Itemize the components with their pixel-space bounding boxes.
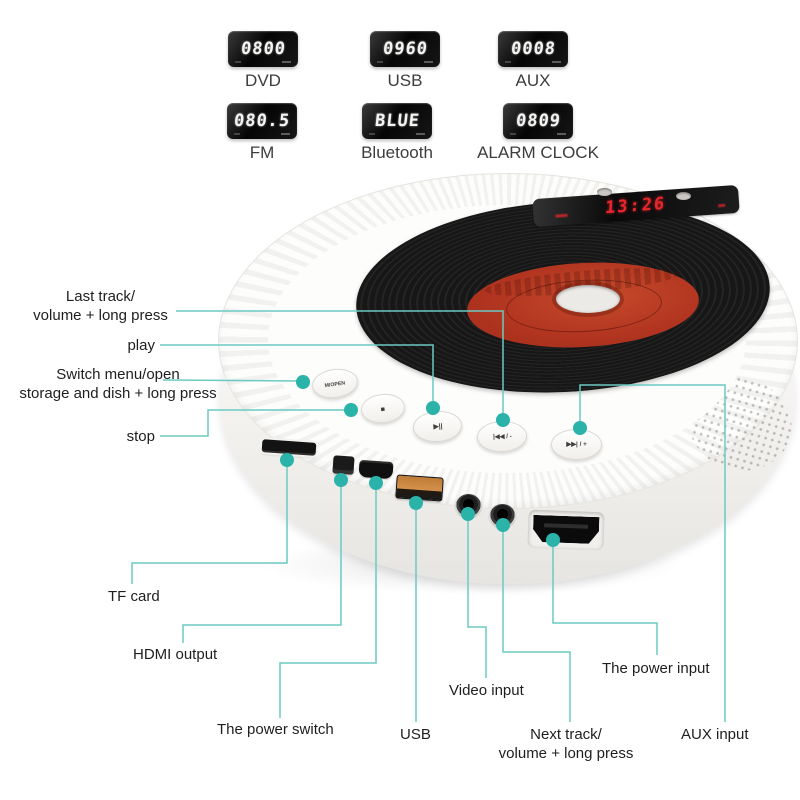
power-switch-port xyxy=(358,459,394,480)
lcd-digits: 080.5 xyxy=(232,111,292,131)
play-pause-icon: ▶|| xyxy=(432,422,443,431)
lcd-display-aux: 0008 xyxy=(498,31,568,67)
callout-aux-input: AUX input xyxy=(681,726,749,743)
mode-label-bluetooth: Bluetooth xyxy=(361,143,433,162)
lcd-display-usb: 0960 xyxy=(370,31,440,67)
video-input-jack xyxy=(456,494,481,517)
mode-alarm-clock: 0809 ALARM CLOCK xyxy=(477,103,599,162)
mode-label-fm: FM xyxy=(249,143,275,162)
next-track-icon: ▶▶| / + xyxy=(566,440,587,448)
lcd-display-alarm: 0809 xyxy=(503,103,573,139)
mount-hole xyxy=(676,192,691,200)
hdmi-output-port xyxy=(332,455,355,475)
mount-hole xyxy=(597,188,612,196)
aux-input-jack xyxy=(490,504,515,527)
callout-stop: stop xyxy=(126,428,155,445)
button-menu-open-glyph: M/OPEN xyxy=(324,379,346,388)
callout-play: play xyxy=(127,337,155,354)
usb-port xyxy=(395,474,444,502)
callout-usb: USB xyxy=(400,726,431,743)
mode-bluetooth: BLUE Bluetooth xyxy=(361,103,433,162)
callout-hdmi-output: HDMI output xyxy=(133,646,218,663)
prev-track-icon: |◀◀ / - xyxy=(492,432,512,440)
callout-power-switch: The power switch xyxy=(217,721,334,738)
clock-digits: 13:26 xyxy=(604,193,668,219)
cd-disc-hub xyxy=(556,285,620,313)
mode-dvd: 0800 DVD xyxy=(228,31,298,90)
lcd-display-fm: 080.5 xyxy=(227,103,297,139)
callout-switch-menu: Switch menu/open storage and dish + long… xyxy=(19,366,217,402)
lcd-display-dvd: 0800 xyxy=(228,31,298,67)
lcd-digits: 0008 xyxy=(509,39,557,59)
mode-label-aux: AUX xyxy=(515,71,551,90)
mode-label-alarm: ALARM CLOCK xyxy=(477,143,599,162)
lcd-digits: 0800 xyxy=(239,39,287,59)
mode-label-dvd: DVD xyxy=(245,71,281,90)
button-next-track: ▶▶| / + xyxy=(551,429,602,460)
callout-next-track: Next track/ volume + long press xyxy=(498,726,634,762)
stop-icon: ■ xyxy=(380,404,386,413)
lcd-digits: BLUE xyxy=(373,111,421,131)
callout-last-track: Last track/ volume + long press xyxy=(33,288,168,324)
callout-power-input: The power input xyxy=(602,660,710,677)
callout-tf-card: TF card xyxy=(108,588,160,605)
lcd-digits: 0960 xyxy=(381,39,429,59)
mode-label-usb: USB xyxy=(387,71,423,90)
lcd-display-bluetooth: BLUE xyxy=(362,103,432,139)
callout-video-input: Video input xyxy=(449,682,524,699)
mode-aux: 0008 AUX xyxy=(498,31,568,90)
mode-usb: 0960 USB xyxy=(370,31,440,90)
mode-fm: 080.5 FM xyxy=(227,103,297,162)
lcd-digits: 0809 xyxy=(514,111,562,131)
power-input-port xyxy=(527,509,605,551)
